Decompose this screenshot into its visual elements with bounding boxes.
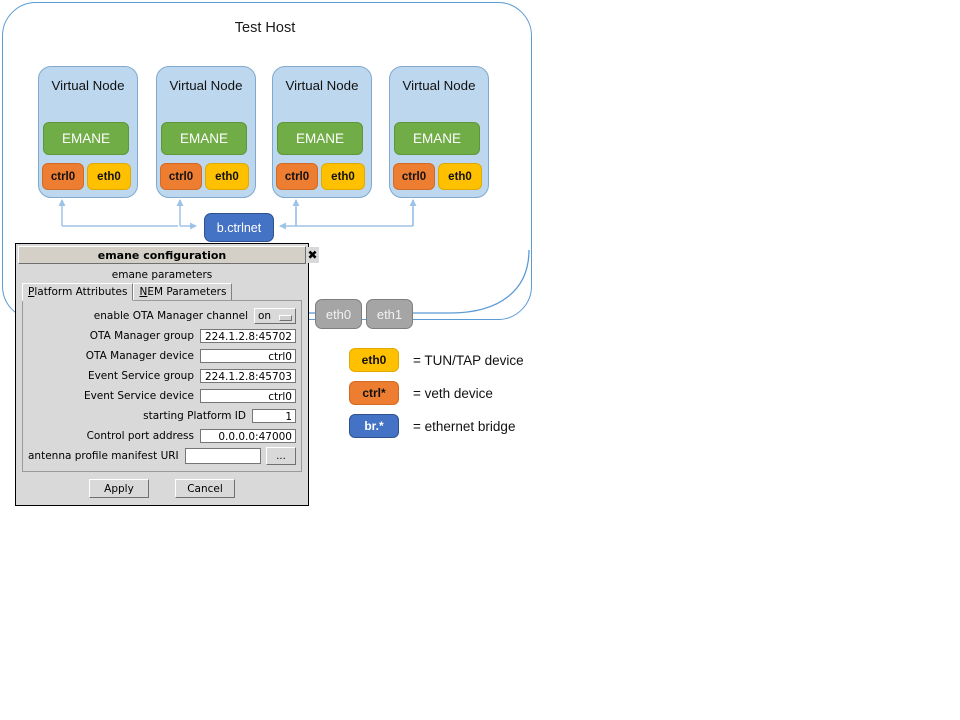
eth-interface-3[interactable]: eth0	[321, 163, 365, 190]
ota-manager-group-input[interactable]: 224.1.2.8:45702	[200, 328, 296, 343]
field-row-control-port-address: Control port address 0.0.0.0:47000	[28, 427, 296, 444]
antenna-profile-uri-input[interactable]	[184, 448, 261, 464]
platform-attributes-panel: enable OTA Manager channel on OTA Manage…	[22, 300, 302, 472]
tab-mnemonic: N	[139, 286, 148, 298]
tab-platform-attributes[interactable]: Platform Attributes	[22, 283, 134, 301]
ctrl-interface-4[interactable]: ctrl0	[393, 163, 435, 190]
dialog-button-bar: Apply Cancel	[16, 472, 308, 505]
ctrl-interface-1[interactable]: ctrl0	[42, 163, 84, 190]
event-service-group-input[interactable]: 224.1.2.8:45703	[200, 368, 296, 383]
label-event-service-group: Event Service group	[87, 369, 194, 382]
label-ota-manager-channel: enable OTA Manager channel	[93, 309, 248, 322]
label-starting-platform-id: starting Platform ID	[143, 409, 246, 422]
label-ota-manager-device: OTA Manager device	[85, 349, 194, 362]
legend-item-bridge: br.* = ethernet bridge	[349, 414, 524, 438]
legend-chip-ctrl: ctrl*	[349, 381, 399, 405]
field-row-ota-manager-device: OTA Manager device ctrl0	[28, 347, 296, 364]
label-antenna-profile-uri: antenna profile manifest URI	[28, 450, 179, 462]
dialog-tabs: Platform Attributes NEM Parameters	[16, 283, 308, 301]
event-service-device-input[interactable]: ctrl0	[200, 388, 296, 403]
host-interface-eth0[interactable]: eth0	[315, 299, 362, 329]
tab-mnemonic: P	[28, 286, 35, 298]
close-icon[interactable]: ✖	[306, 247, 319, 263]
legend-desc-veth: = veth device	[413, 385, 493, 401]
emane-block-2[interactable]: EMANE	[161, 122, 247, 155]
legend: eth0 = TUN/TAP device ctrl* = veth devic…	[349, 348, 524, 448]
label-event-service-device: Event Service device	[83, 389, 194, 402]
ctrl-interface-3[interactable]: ctrl0	[276, 163, 318, 190]
legend-chip-eth0: eth0	[349, 348, 399, 372]
tab-label: EM Parameters	[147, 286, 227, 298]
legend-item-veth: ctrl* = veth device	[349, 381, 524, 405]
legend-chip-br: br.*	[349, 414, 399, 438]
browse-button[interactable]: ...	[266, 447, 296, 465]
legend-desc-tuntap: = TUN/TAP device	[413, 352, 524, 368]
field-row-starting-platform-id: starting Platform ID 1	[28, 407, 296, 424]
emane-configuration-dialog: emane configuration ✖ emane parameters P…	[15, 243, 319, 506]
ota-manager-channel-select[interactable]: on	[254, 307, 296, 324]
ota-manager-device-input[interactable]: ctrl0	[200, 348, 296, 363]
legend-item-tuntap: eth0 = TUN/TAP device	[349, 348, 524, 372]
virtual-node-label: Virtual Node	[51, 78, 125, 93]
field-row-antenna-profile-uri: antenna profile manifest URI ...	[28, 447, 296, 465]
emane-block-1[interactable]: EMANE	[43, 122, 129, 155]
tab-nem-parameters[interactable]: NEM Parameters	[133, 283, 233, 300]
tab-label: latform Attributes	[34, 286, 128, 298]
starting-platform-id-input[interactable]: 1	[252, 408, 296, 423]
cancel-button[interactable]: Cancel	[175, 479, 235, 498]
legend-desc-bridge: = ethernet bridge	[413, 418, 516, 434]
emane-block-3[interactable]: EMANE	[277, 122, 363, 155]
eth-interface-1[interactable]: eth0	[87, 163, 131, 190]
dialog-titlebar[interactable]: emane configuration ✖	[18, 246, 319, 264]
emane-block-4[interactable]: EMANE	[394, 122, 480, 155]
dialog-title: emane configuration	[97, 248, 227, 262]
field-row-ota-manager-group: OTA Manager group 224.1.2.8:45702	[28, 327, 296, 344]
control-port-address-input[interactable]: 0.0.0.0:47000	[200, 428, 296, 443]
bridge-b-ctrlnet[interactable]: b.ctrlnet	[204, 213, 274, 242]
chevron-down-icon	[279, 314, 292, 321]
ota-manager-channel-value: on	[258, 309, 272, 322]
eth-interface-2[interactable]: eth0	[205, 163, 249, 190]
eth-interface-4[interactable]: eth0	[438, 163, 482, 190]
page-title: Test Host	[234, 20, 296, 36]
virtual-node-label: Virtual Node	[169, 78, 243, 93]
apply-button[interactable]: Apply	[89, 479, 149, 498]
virtual-node-label: Virtual Node	[285, 78, 359, 93]
host-interface-eth1[interactable]: eth1	[366, 299, 413, 329]
dialog-subtitle: emane parameters	[111, 269, 213, 281]
field-row-ota-manager-channel: enable OTA Manager channel on	[28, 307, 296, 324]
virtual-node-label: Virtual Node	[402, 78, 476, 93]
label-ota-manager-group: OTA Manager group	[89, 329, 194, 342]
field-row-event-service-device: Event Service device ctrl0	[28, 387, 296, 404]
field-row-event-service-group: Event Service group 224.1.2.8:45703	[28, 367, 296, 384]
ctrl-interface-2[interactable]: ctrl0	[160, 163, 202, 190]
label-control-port-address: Control port address	[86, 429, 194, 442]
